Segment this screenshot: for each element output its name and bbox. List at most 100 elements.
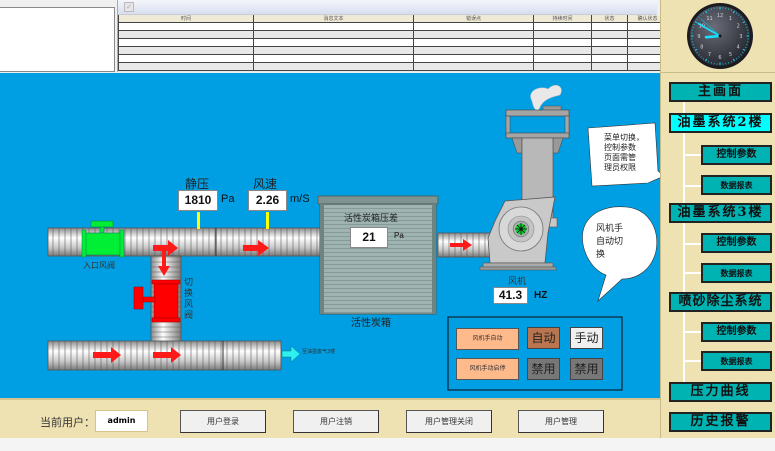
alarm-cell: [591, 46, 628, 55]
clock-tick: [704, 10, 708, 14]
carbon-diff-label: 活性炭箱压差: [344, 214, 399, 224]
alarm-row[interactable]: [118, 46, 668, 55]
carbon-diff-value: 21: [350, 227, 388, 248]
fan-frequency-unit: HZ: [534, 290, 548, 301]
fan-manual-button[interactable]: 手动: [570, 327, 603, 349]
clock-tick: [730, 9, 733, 12]
clock-tick: [738, 14, 740, 16]
clock-number: 12: [717, 13, 723, 19]
alarm-cell: [253, 22, 414, 31]
user-management-button[interactable]: 用户管理: [518, 410, 604, 433]
nav-ink-2f-control-params[interactable]: 控制参数: [701, 145, 772, 165]
fan-start-disabled-button[interactable]: 禁用: [527, 358, 560, 380]
fan-control-frame: [447, 316, 623, 391]
alarm-column-header[interactable]: 持续时间: [533, 15, 592, 23]
fan-frequency-value: 41.3: [493, 287, 528, 304]
carbon-diff-unit: Pa: [394, 231, 404, 240]
alarm-row[interactable]: [118, 22, 668, 31]
alarm-cell: [591, 62, 628, 71]
switch-valve-label-char: 风: [184, 300, 194, 310]
clock-tick: [696, 51, 698, 54]
clock-tick: [694, 20, 698, 24]
switch-valve[interactable]: [133, 279, 181, 323]
alarm-row[interactable]: [118, 38, 668, 47]
nav-ink-system-3f[interactable]: 油墨系统3楼: [669, 203, 772, 223]
second-hand: [700, 18, 721, 37]
outlet-label: 至油墨废气3楼: [302, 349, 336, 355]
inlet-valve-label: 入口风阀: [83, 261, 115, 270]
nav-main-screen[interactable]: 主画面: [669, 82, 772, 102]
clock-number: 7: [708, 52, 711, 58]
nav-sandblast-dust-system[interactable]: 喷砂除尘系统: [669, 292, 772, 312]
user-logout-button[interactable]: 用户注销: [293, 410, 379, 433]
tree-line: [683, 331, 701, 333]
minute-hand: [697, 22, 721, 37]
tree-line: [683, 185, 701, 187]
alarm-cell: [253, 54, 414, 63]
fan-auto-manual-label: 风机手自动: [456, 328, 519, 350]
current-user-label: 当前用户：: [40, 416, 95, 429]
clock-tick: [700, 56, 702, 58]
clock-number: 11: [706, 16, 712, 22]
clock-number: 5: [729, 52, 732, 58]
fan-rotor-icon: [515, 223, 527, 235]
alarm-cell: [591, 38, 628, 47]
alarm-column-header[interactable]: 时间: [118, 15, 254, 23]
nav-ink-system-2f[interactable]: 油墨系统2楼: [669, 113, 772, 133]
alarm-cell: [533, 30, 592, 39]
alarm-column-header[interactable]: 状态: [591, 15, 628, 23]
nav-history-alarm[interactable]: 历史报警: [669, 412, 772, 432]
clock-number: 4: [737, 45, 740, 51]
alarm-cell: [413, 38, 534, 47]
fan-auto-button[interactable]: 自动: [527, 327, 560, 349]
clock-number: 3: [739, 34, 742, 40]
fan-note-callout: [582, 206, 658, 302]
alarm-cell: [533, 62, 592, 71]
nav-ink-3f-data-report[interactable]: 数据报表: [701, 263, 772, 283]
menu-note-line: 理员权限: [604, 163, 636, 172]
clock-number: 1: [729, 16, 732, 22]
alarm-cell: [253, 30, 414, 39]
alarm-row[interactable]: [118, 30, 668, 39]
alarm-column-header[interactable]: 错误点: [413, 15, 534, 23]
user-management-close-button[interactable]: 用户管理关闭: [406, 410, 492, 433]
clock-tick: [742, 18, 744, 21]
tree-line: [683, 223, 685, 293]
switch-valve-label-char: 阀: [184, 311, 194, 321]
tree-line: [683, 154, 701, 156]
clock-tick: [696, 18, 698, 21]
clock-tick: [702, 58, 705, 60]
clock-number: 10: [699, 24, 705, 30]
alarm-row[interactable]: [118, 62, 668, 71]
alarm-cell: [591, 54, 628, 63]
speed-sensor-pole: [266, 212, 269, 229]
clock-tick: [744, 23, 747, 26]
nav-ink-3f-control-params[interactable]: 控制参数: [701, 233, 772, 253]
nav-sandblast-data-report[interactable]: 数据报表: [701, 351, 772, 371]
wind-speed-value: 2.26: [248, 190, 287, 211]
tree-line: [683, 243, 701, 245]
fan-housing[interactable]: [479, 196, 557, 271]
user-login-button[interactable]: 用户登录: [180, 410, 266, 433]
clock-center: [718, 34, 722, 38]
alarm-row[interactable]: [118, 54, 668, 63]
alarm-cell: [413, 62, 534, 71]
fan-stop-disabled-button[interactable]: 禁用: [570, 358, 603, 380]
alarm-cell: [118, 62, 254, 71]
alarm-view: ✓ 时间消息文本错误点持续时间状态确认状态: [117, 0, 668, 72]
nav-sandblast-control-params[interactable]: 控制参数: [701, 322, 772, 342]
clock-tick: [742, 20, 746, 24]
flow-arrows: [93, 239, 472, 363]
nav-pressure-curve[interactable]: 压力曲线: [669, 382, 772, 402]
clock-tick: [742, 48, 746, 52]
menu-note-text: 菜单切换， 控制参数 页面需管 理员权限: [604, 133, 644, 173]
clock-tick: [700, 14, 702, 16]
inlet-valve[interactable]: [81, 220, 125, 258]
alarm-column-header[interactable]: 消息文本: [253, 15, 414, 23]
nav-ink-2f-data-report[interactable]: 数据报表: [701, 175, 772, 195]
activated-carbon-box[interactable]: [317, 195, 439, 315]
flow-arrow: [158, 245, 170, 276]
acknowledge-icon[interactable]: ✓: [124, 2, 134, 12]
clock-tick: [732, 58, 736, 62]
